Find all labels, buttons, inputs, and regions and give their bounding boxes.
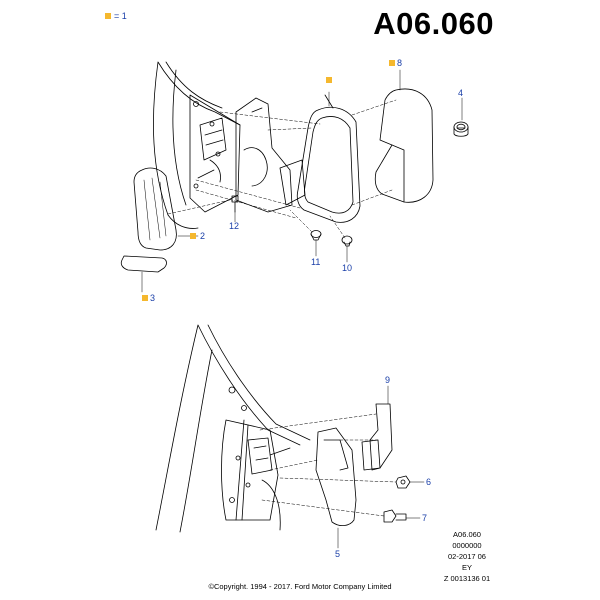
callout-2: 2 [200,231,206,241]
frame-hole-5 [235,455,241,461]
door-frame-outline [155,324,311,533]
meta-code: A06.060 [453,530,481,539]
lower-assembly-view [155,324,425,549]
mirror-housing-rim [304,116,354,214]
item-1-marker-glass [190,233,196,239]
meta-date: 02-2017 06 [448,552,486,561]
mirror-glass-reflection [143,177,167,241]
door-frame-detail [247,437,291,531]
item-1-marker-housing [326,77,332,83]
callout-6: 6 [426,477,432,487]
meta-ref: Z 0013136 01 [443,574,491,583]
callout-8: 8 [397,58,403,68]
bottom-leader-lines [337,385,425,549]
callout-12: 12 [229,221,240,231]
trim-panel-inner [323,439,349,471]
cap-part-10 [341,235,353,247]
trim-panel-part-5 [315,427,357,526]
callout-4: 4 [458,88,464,98]
door-frame-panel [221,419,279,521]
callout-5: 5 [335,549,341,559]
legend: = 1 [105,11,127,21]
meta-region: EY [461,563,472,572]
mirror-stem [279,159,306,206]
diagram-meta: A06.060 0000000 02-2017 06 EY Z 0013136 … [432,529,502,584]
spot-mirror [120,255,167,273]
bolt-part-7 [383,509,407,523]
legend-text: = 1 [114,11,127,21]
pillar-inner-panel [189,94,241,213]
frame-hole-3 [229,497,235,503]
diagram-title: A06.060 [373,6,494,41]
door-pillar-outline [153,61,241,229]
copyright-text: ©Copyright. 1994 - 2017. Ford Motor Comp… [208,582,392,591]
clip-part-11 [310,230,322,241]
mirror-cover-edge [391,144,405,203]
callout-10: 10 [342,263,353,273]
callout-9: 9 [385,375,391,385]
top-leader-lines [141,69,463,293]
callout-11: 11 [311,257,321,267]
mount-hole-2 [209,121,215,127]
mirror-glass [133,167,177,251]
frame-hole-4 [245,482,251,488]
item-1-markers [142,60,395,301]
bracket-part-9 [369,403,393,471]
mirror-base-inner [243,107,268,187]
callout-3: 3 [150,293,156,303]
screw-part-4 [453,121,469,137]
callout-7: 7 [422,513,428,523]
screw-part-12 [231,195,239,213]
legend-marker-icon [105,13,111,19]
upper-assembly-view [120,61,469,293]
item-1-marker-cover [389,60,395,66]
meta-number: 0000000 [452,541,482,550]
frame-hole-1 [228,386,236,394]
item-1-marker-spot-mirror [142,295,148,301]
frame-hole-2 [241,405,247,411]
pillar-bracket-detail [197,117,227,183]
mount-hole-3 [215,151,221,157]
nut-part-6 [395,475,411,489]
mirror-housing [296,106,361,223]
bottom-assembly-lines [259,413,397,517]
top-assembly-lines [167,99,397,239]
bracket-part-9-flange [361,439,381,471]
mount-hole-4 [193,183,199,189]
mount-hole-1 [193,101,199,107]
